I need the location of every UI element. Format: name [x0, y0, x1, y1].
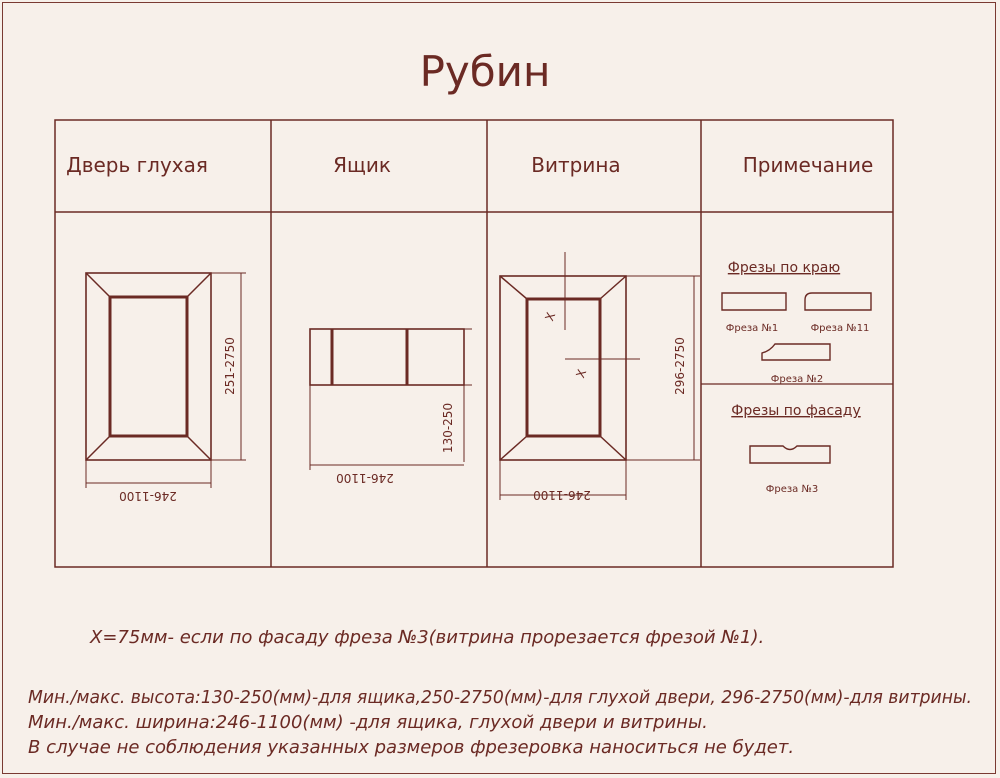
showcase-width-label: 246-1100 — [533, 488, 591, 502]
edge-cutter-1: Фреза №1 — [726, 323, 779, 334]
drawer-height-label: 130-250 — [441, 403, 455, 453]
facade-cutter-3: Фреза №3 — [766, 484, 819, 495]
facade-cutter-profile — [749, 445, 831, 464]
edge-cutters-heading: Фрезы по краю — [728, 260, 841, 276]
door-height-label: 251-2750 — [223, 337, 237, 395]
edge-cutter-11: Фреза №11 — [811, 323, 870, 334]
header-drawer: Ящик — [333, 153, 391, 177]
showcase-drawing — [499, 252, 700, 500]
facade-cutters-heading: Фрезы по фасаду — [731, 403, 860, 419]
showcase-x-label-top: X — [542, 310, 558, 323]
x-note: X=75мм- если по фасаду фреза №3(витрина … — [89, 627, 764, 648]
edge-cutter-profiles — [721, 292, 872, 361]
width-note: Мин./макс. ширина:246-1100(мм) -для ящик… — [28, 712, 708, 733]
door-width-label: 246-1100 — [119, 489, 177, 503]
door-drawing — [85, 272, 246, 488]
showcase-height-label: 296-2750 — [673, 337, 687, 395]
warning-note: В случае не соблюдения указанных размеро… — [28, 737, 794, 758]
header-note: Примечание — [743, 153, 874, 177]
page-title: Рубин — [420, 47, 551, 96]
showcase-x-label-side: X — [573, 367, 589, 380]
edge-cutter-2: Фреза №2 — [771, 374, 824, 385]
height-note: Мин./макс. высота:130-250(мм)-для ящика,… — [28, 687, 972, 708]
header-showcase: Витрина — [531, 153, 620, 177]
drawer-width-label: 246-1100 — [336, 471, 394, 485]
spec-table — [54, 119, 894, 568]
drawer-drawing — [309, 328, 472, 470]
header-door: Дверь глухая — [66, 153, 208, 177]
